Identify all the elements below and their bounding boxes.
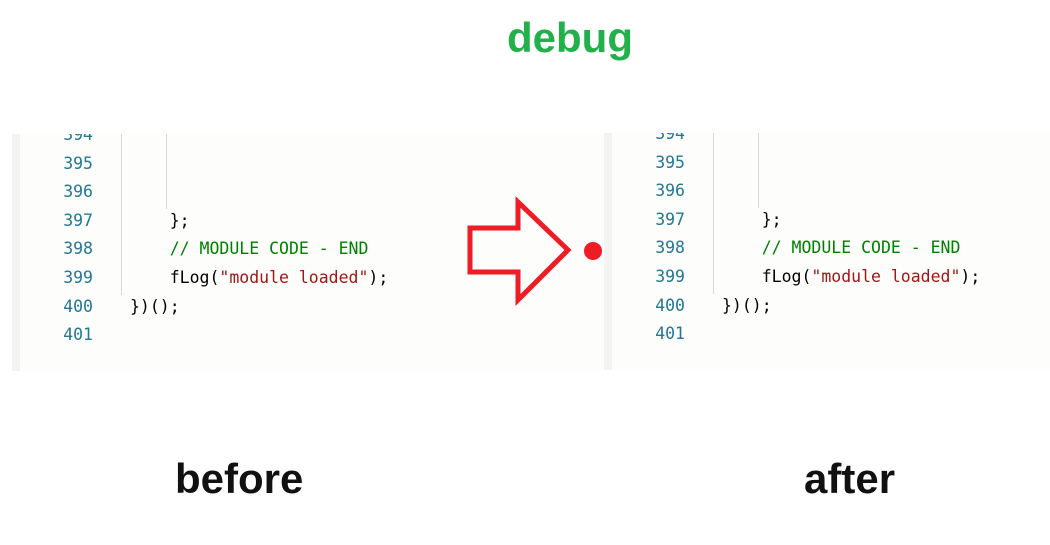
code-line[interactable]: 401 xyxy=(612,320,1050,349)
code-line[interactable]: 400 })(); xyxy=(612,292,1050,321)
code-line[interactable]: 400 })(); xyxy=(20,293,605,322)
code-text: })(); xyxy=(722,292,772,321)
code-line[interactable]: 397 }; xyxy=(20,207,605,236)
code-line[interactable]: 398 // MODULE CODE - END xyxy=(20,235,605,264)
indent-guide xyxy=(713,133,714,294)
code-line[interactable]: 398 // MODULE CODE - END xyxy=(612,234,1050,263)
code-string: "module loaded" xyxy=(811,267,961,286)
line-number[interactable]: 400 xyxy=(63,296,93,316)
code-call: fLog( xyxy=(722,267,812,286)
code-line[interactable]: 394 xyxy=(20,134,605,150)
line-number[interactable]: 396 xyxy=(63,182,93,202)
line-number[interactable]: 398 xyxy=(63,239,93,259)
code-token: })(); xyxy=(722,295,772,315)
indent-guide xyxy=(166,134,167,209)
line-number[interactable]: 394 xyxy=(655,133,685,143)
code-line[interactable]: 401 xyxy=(20,321,605,350)
line-number[interactable]: 398 xyxy=(655,238,685,258)
line-number[interactable]: 394 xyxy=(63,134,93,144)
code-line[interactable]: 394 xyxy=(612,133,1050,149)
code-line[interactable]: 396 xyxy=(612,177,1050,206)
code-token: }; xyxy=(130,210,190,230)
code-punct: ); xyxy=(960,267,981,286)
code-line[interactable]: 396 xyxy=(20,178,605,207)
indent-guide xyxy=(758,133,759,208)
code-token: })(); xyxy=(130,296,180,316)
line-number[interactable]: 397 xyxy=(63,210,93,230)
breakpoint-icon[interactable] xyxy=(584,242,602,260)
code-text: }; xyxy=(722,206,782,235)
code-comment: // MODULE CODE - END xyxy=(722,238,961,258)
code-text: // MODULE CODE - END xyxy=(722,234,961,263)
code-line[interactable]: 395 xyxy=(612,149,1050,178)
code-text: // MODULE CODE - END xyxy=(130,235,369,264)
caption-after: after xyxy=(804,455,896,502)
page-title: debug xyxy=(507,14,633,61)
line-number[interactable]: 399 xyxy=(63,268,93,287)
code-comment: // MODULE CODE - END xyxy=(130,239,369,259)
code-text: fLog("module loaded"); xyxy=(722,263,981,292)
line-number[interactable]: 397 xyxy=(655,209,685,229)
code-line[interactable]: 397 }; xyxy=(612,206,1050,235)
line-number[interactable]: 401 xyxy=(655,324,685,344)
code-line[interactable]: 395 xyxy=(20,150,605,179)
indent-guide xyxy=(121,134,122,295)
code-punct: ); xyxy=(368,268,389,287)
line-number[interactable]: 395 xyxy=(655,152,685,172)
code-string: "module loaded" xyxy=(219,268,369,287)
line-number[interactable]: 396 xyxy=(655,181,685,201)
code-call: fLog( xyxy=(130,268,220,287)
code-text: fLog("module loaded"); xyxy=(130,264,389,293)
caption-before: before xyxy=(175,455,304,502)
right-arrow-icon xyxy=(467,196,572,307)
code-line[interactable]: 399 fLog("module loaded"); xyxy=(612,263,1050,292)
line-number[interactable]: 400 xyxy=(655,295,685,315)
line-number[interactable]: 395 xyxy=(63,153,93,173)
code-token: }; xyxy=(722,209,782,229)
line-number[interactable]: 399 xyxy=(655,267,685,286)
code-text: }; xyxy=(130,207,190,236)
code-line[interactable]: 399 fLog("module loaded"); xyxy=(20,264,605,293)
code-text: })(); xyxy=(130,293,180,322)
line-number[interactable]: 401 xyxy=(63,325,93,345)
